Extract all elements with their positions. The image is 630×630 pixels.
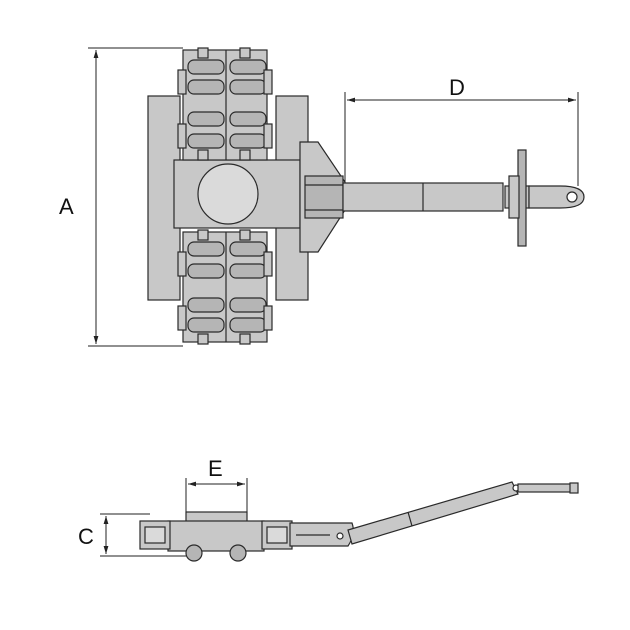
dimension-e: E	[185, 456, 248, 512]
swivel-plate	[197, 163, 259, 225]
roller	[229, 544, 247, 562]
roller	[229, 111, 267, 127]
roller	[187, 241, 225, 257]
roller	[229, 241, 267, 257]
dimension-c-label: C	[78, 524, 94, 549]
roller	[187, 79, 225, 95]
side-view: E C	[78, 456, 579, 562]
dimension-e-label: E	[208, 456, 223, 481]
tow-bar	[342, 149, 585, 247]
dimension-d: D	[344, 75, 579, 186]
dimension-a-label: A	[59, 194, 74, 219]
upper-roller-chain	[177, 47, 273, 161]
skate-body	[167, 520, 265, 552]
top-view: A	[59, 47, 585, 347]
roller	[229, 297, 267, 313]
roller	[229, 59, 267, 75]
dimension-d-label: D	[449, 75, 465, 100]
tow-eye	[566, 191, 578, 203]
side-handle	[517, 483, 573, 493]
roller	[187, 133, 225, 149]
roller	[229, 79, 267, 95]
roller	[185, 544, 203, 562]
roller	[187, 317, 225, 333]
side-tow-bar	[347, 481, 519, 545]
lower-roller-chain	[177, 229, 273, 345]
roller	[229, 133, 267, 149]
dimension-c: C	[78, 513, 190, 557]
roller	[187, 59, 225, 75]
roller	[229, 317, 267, 333]
roller	[229, 263, 267, 279]
roller	[187, 297, 225, 313]
roller	[187, 111, 225, 127]
roller	[187, 263, 225, 279]
bracket-hinge	[304, 175, 344, 219]
dimension-a: A	[59, 47, 183, 347]
